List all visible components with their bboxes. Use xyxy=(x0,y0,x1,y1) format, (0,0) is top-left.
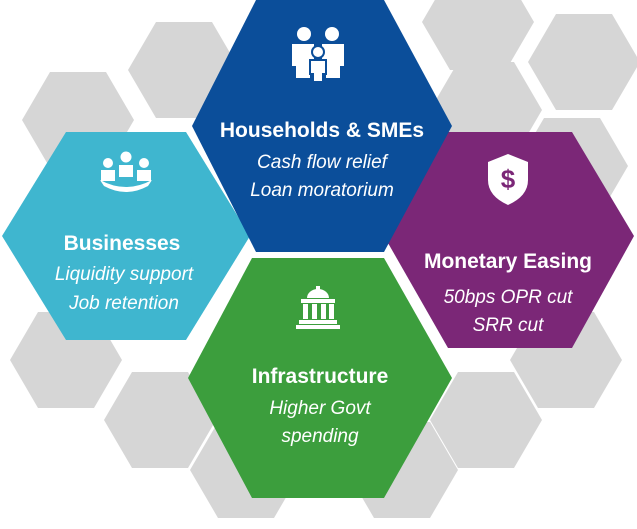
infrastructure-hexagon xyxy=(188,258,452,498)
segment-infrastructure: Infrastructure Higher Govt spending xyxy=(188,258,452,498)
dollar-shield-icon: $ xyxy=(488,154,528,205)
svg-text:$: $ xyxy=(501,164,516,194)
businesses-line1: Liquidity support xyxy=(55,264,194,285)
background-hexagon xyxy=(422,0,534,70)
team-meeting-icon xyxy=(100,151,152,192)
monetary-line1: 50bps OPR cut xyxy=(444,287,574,308)
infrastructure-title: Infrastructure xyxy=(252,365,389,388)
monetary-title: Monetary Easing xyxy=(424,250,592,273)
businesses-hexagon xyxy=(2,132,250,340)
households-title: Households & SMEs xyxy=(220,119,424,142)
businesses-line2: Job retention xyxy=(68,293,179,314)
segment-households: Households & SMEs Cash flow relief Loan … xyxy=(192,0,452,252)
background-hexagon xyxy=(430,372,542,468)
households-hexagon xyxy=(192,0,452,252)
segment-businesses: Businesses Liquidity support Job retenti… xyxy=(2,132,250,340)
background-hexagon xyxy=(528,14,637,110)
government-building-icon xyxy=(296,286,340,329)
segment-monetary: $ Monetary Easing 50bps OPR cut SRR cut xyxy=(384,132,634,348)
infrastructure-line1: Higher Govt xyxy=(269,398,371,419)
monetary-hexagon xyxy=(384,132,634,348)
households-line2: Loan moratorium xyxy=(250,180,394,201)
family-icon xyxy=(292,27,344,83)
background-hexagon xyxy=(104,372,216,468)
monetary-line2: SRR cut xyxy=(473,315,544,336)
businesses-title: Businesses xyxy=(64,232,181,255)
infrastructure-line2: spending xyxy=(281,426,359,447)
households-line1: Cash flow relief xyxy=(257,152,389,173)
